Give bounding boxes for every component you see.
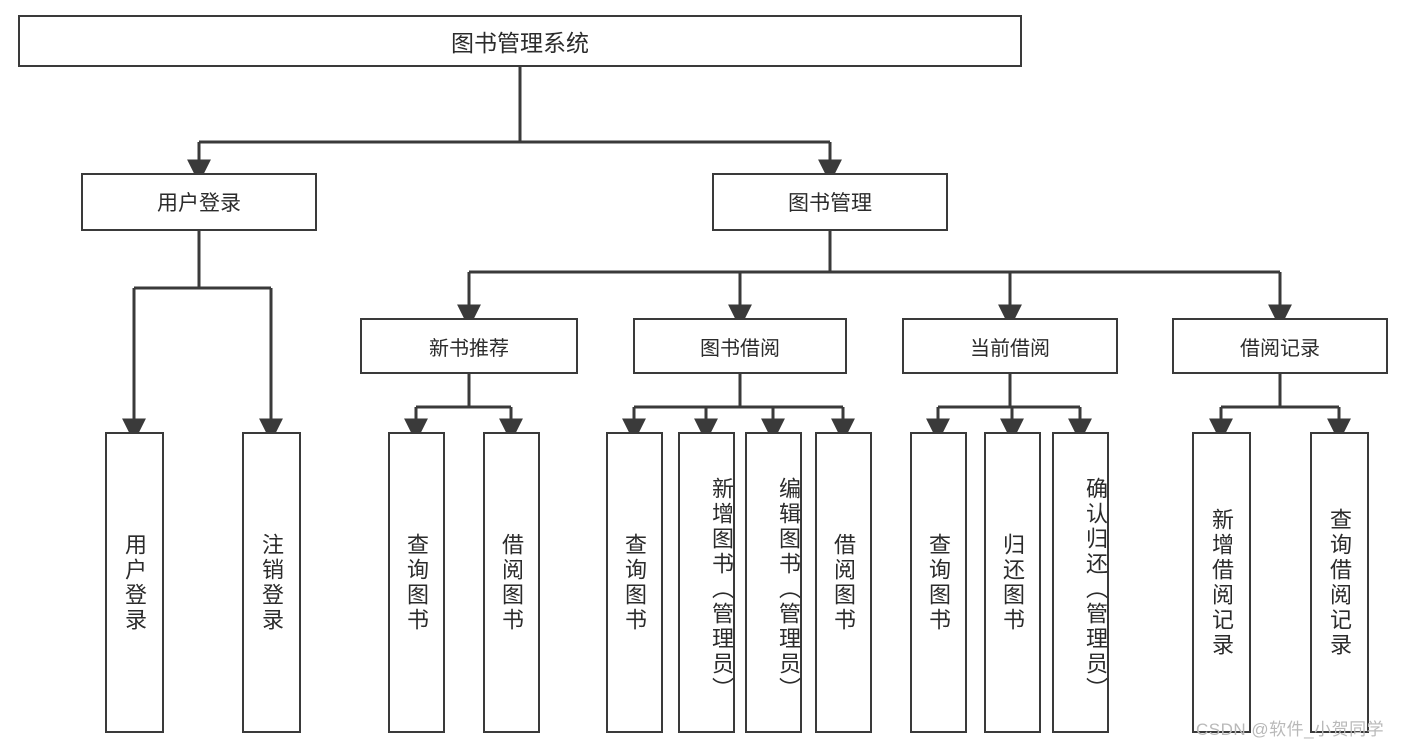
node-new-book-recommend[interactable]: 新书推荐 [360, 318, 578, 374]
node-current-borrow[interactable]: 当前借阅 [902, 318, 1118, 374]
leaf-add-borrow-record[interactable]: 新增借阅记录 [1192, 432, 1251, 733]
leaf-logout[interactable]: 注销登录 [242, 432, 301, 733]
leaf-return-book[interactable]: 归还图书 [984, 432, 1041, 733]
node-root-system[interactable]: 图书管理系统 [18, 15, 1022, 67]
node-book-management[interactable]: 图书管理 [712, 173, 948, 231]
leaf-borrow-book-recommend[interactable]: 借阅图书 [483, 432, 540, 733]
leaf-borrow-book[interactable]: 借阅图书 [815, 432, 872, 733]
csdn-watermark: CSDN @软件_小贺同学 [1196, 720, 1385, 739]
leaf-query-book-current[interactable]: 查询图书 [910, 432, 967, 733]
leaf-query-borrow-record[interactable]: 查询借阅记录 [1310, 432, 1369, 733]
leaf-confirm-return-admin[interactable]: 确认归还（管理员） [1052, 432, 1109, 733]
node-book-borrow[interactable]: 图书借阅 [633, 318, 847, 374]
node-user-login[interactable]: 用户登录 [81, 173, 317, 231]
leaf-user-login[interactable]: 用户登录 [105, 432, 164, 733]
node-borrow-record[interactable]: 借阅记录 [1172, 318, 1388, 374]
leaf-query-book-borrow[interactable]: 查询图书 [606, 432, 663, 733]
leaf-add-book-admin[interactable]: 新增图书（管理员） [678, 432, 735, 733]
leaf-query-book-recommend[interactable]: 查询图书 [388, 432, 445, 733]
leaf-edit-book-admin[interactable]: 编辑图书（管理员） [745, 432, 802, 733]
